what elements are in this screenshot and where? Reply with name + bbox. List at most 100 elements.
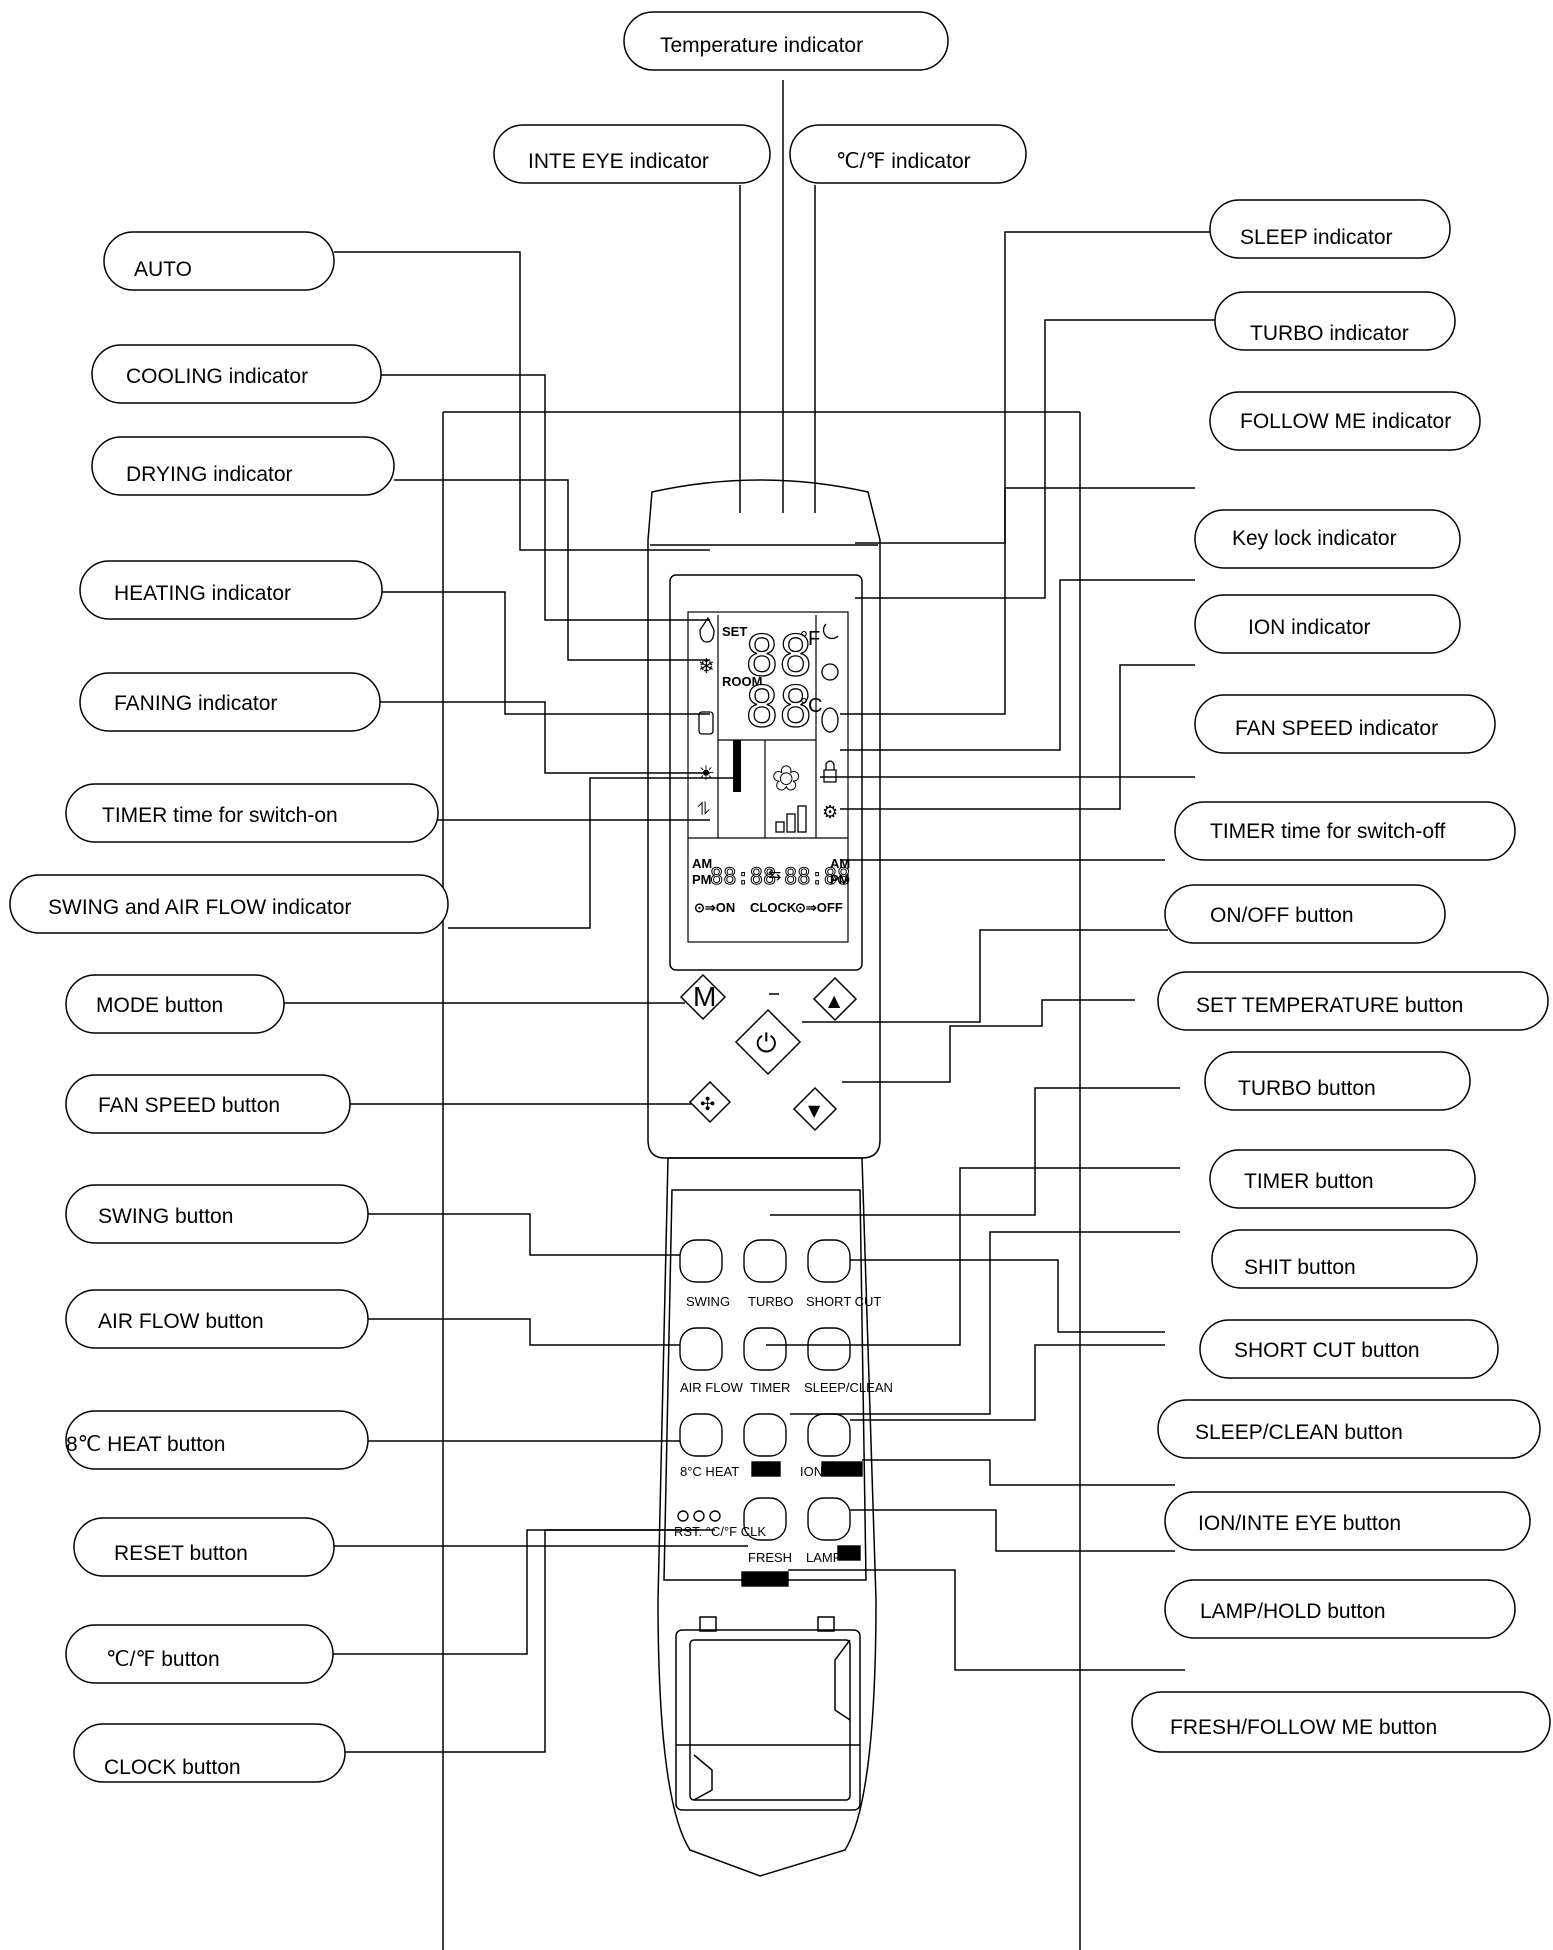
callout-mode-button: MODE button <box>65 974 285 1034</box>
lcd-unit-f: °F <box>800 628 820 650</box>
swing-airflow-bars <box>733 740 741 792</box>
svg-text:FAN SPEED button: FAN SPEED button <box>98 1094 280 1117</box>
leader-lines <box>284 80 1215 1753</box>
svg-text:CLOCK button: CLOCK button <box>104 1756 241 1779</box>
callout-temperature: Temperature indicator <box>623 11 949 71</box>
remote-lower-housing <box>657 1157 877 1877</box>
air-flow-key[interactable] <box>679 1327 723 1371</box>
callout-cf-button: ℃/℉ button <box>65 1624 334 1684</box>
svg-text:✣: ✣ <box>700 1094 715 1115</box>
ion-icon: ⚙ <box>822 802 838 823</box>
shift-key[interactable] <box>743 1413 787 1457</box>
heat8-key[interactable] <box>679 1413 723 1457</box>
up-arrow-icon: ▲ <box>828 991 841 1010</box>
callout-swing-button: SWING button <box>65 1184 369 1244</box>
lcd-am-right: AM <box>830 856 850 871</box>
callout-key-lock: Key lock indicator <box>1194 509 1461 569</box>
ion-key-label: ION <box>800 1464 823 1479</box>
hold-badge <box>837 1545 861 1561</box>
lcd-unit-c: °C <box>800 695 822 717</box>
callout-fan-speed-ind: FAN SPEED indicator <box>1194 694 1496 754</box>
callout-cf-indicator: ℃/℉ indicator <box>789 124 1027 184</box>
svg-text:℃/℉ indicator: ℃/℉ indicator <box>836 150 971 173</box>
sleep-clean-key[interactable] <box>807 1327 851 1371</box>
lcd-timer-on-label: ⊙⇒ON <box>694 900 735 915</box>
callout-inte-eye: INTE EYE indicator <box>493 124 771 184</box>
mode-key[interactable]: M <box>679 973 727 1021</box>
remote-body <box>647 479 881 1877</box>
callout-air-flow-button: AIR FLOW button <box>65 1289 369 1349</box>
lamp-key[interactable] <box>807 1497 851 1541</box>
temp-down-key[interactable]: ▼ <box>792 1086 838 1132</box>
lcd-am-left: AM <box>692 856 712 871</box>
callouts-top: Temperature indicator INTE EYE indicator… <box>493 11 1027 184</box>
power-icon: ⏻ <box>756 1029 777 1059</box>
ion-key[interactable] <box>807 1413 851 1457</box>
battery-compartment <box>675 1629 861 1811</box>
svg-text:FOLLOW ME indicator: FOLLOW ME indicator <box>1240 410 1451 433</box>
lower-buttons <box>677 1239 863 1587</box>
svg-text:DRYING indicator: DRYING indicator <box>126 463 293 486</box>
callout-shit-button: SHIT button <box>1211 1229 1478 1289</box>
svg-text:SLEEP indicator: SLEEP indicator <box>1240 226 1393 249</box>
callout-clock-button: CLOCK button <box>73 1723 346 1783</box>
svg-text:8℃ HEAT button: 8℃ HEAT button <box>66 1433 225 1456</box>
lcd-temp-digits-bottom: 88 <box>745 675 812 740</box>
short-cut-key[interactable] <box>807 1239 851 1283</box>
heat8-key-label: 8°C HEAT <box>680 1464 739 1479</box>
cooling-icon: ❄ <box>698 654 715 678</box>
down-arrow-icon: ▼ <box>808 1101 821 1120</box>
lcd-timer-arrows: ⇆ <box>768 865 781 884</box>
sleep-icon <box>822 623 839 640</box>
svg-text:INTE EYE indicator: INTE EYE indicator <box>528 150 709 173</box>
onoff-key[interactable]: ⏻ <box>734 1008 802 1076</box>
fan-speed-key[interactable]: ✣ <box>688 1080 732 1124</box>
svg-text:SHIT button: SHIT button <box>1244 1256 1356 1279</box>
callout-sleep-clean-button: SLEEP/CLEAN button <box>1157 1399 1541 1459</box>
callout-lamp-hold-button: LAMP/HOLD button <box>1164 1579 1516 1639</box>
svg-text:FRESH/FOLLOW ME button: FRESH/FOLLOW ME button <box>1170 1716 1437 1739</box>
reset-key[interactable] <box>677 1510 689 1522</box>
temp-up-key[interactable]: ▲ <box>812 976 858 1022</box>
lcd-clock-label: CLOCK <box>750 900 797 915</box>
callout-ion: ION indicator <box>1194 594 1461 654</box>
svg-text:TURBO indicator: TURBO indicator <box>1250 322 1409 345</box>
svg-text:TIMER time for switch-off: TIMER time for switch-off <box>1210 820 1445 843</box>
svg-text:TURBO button: TURBO button <box>1238 1077 1376 1100</box>
fresh-key[interactable] <box>743 1497 787 1541</box>
svg-text:ION/INTE EYE button: ION/INTE EYE button <box>1198 1512 1401 1535</box>
svg-text:AUTO: AUTO <box>134 258 192 281</box>
follow-me-icon <box>821 707 839 733</box>
turbo-icon <box>821 663 839 681</box>
sleep-clean-key-label: SLEEP/CLEAN <box>804 1380 893 1395</box>
swing-key[interactable] <box>679 1239 723 1283</box>
clock-key[interactable] <box>709 1510 721 1522</box>
short-cut-key-label: SHORT CUT <box>806 1294 881 1309</box>
shift-badge <box>751 1461 781 1477</box>
callout-fresh-follow-button: FRESH/FOLLOW ME button <box>1131 1691 1551 1753</box>
svg-text:TIMER button: TIMER button <box>1244 1170 1374 1193</box>
lower-button-labels: SWING TURBO SHORT CUT AIR FLOW TIMER SLE… <box>674 1294 893 1565</box>
svg-text:HEATING indicator: HEATING indicator <box>114 582 291 605</box>
faning-icon: ⥮ <box>697 799 711 820</box>
callout-cooling: COOLING indicator <box>91 344 382 404</box>
callout-timer-button: TIMER button <box>1209 1149 1476 1209</box>
svg-text:FANING indicator: FANING indicator <box>114 692 277 715</box>
air-flow-key-label: AIR FLOW <box>680 1380 744 1395</box>
callout-faning: FANING indicator <box>79 672 381 732</box>
lcd-room-label: ROOM <box>722 674 762 689</box>
turbo-key[interactable] <box>743 1239 787 1283</box>
lcd-timer-on-digits: 88:88 <box>710 865 776 890</box>
lcd-pm-left: PM <box>692 872 712 887</box>
svg-text:M: M <box>693 981 716 1012</box>
svg-text:FAN SPEED indicator: FAN SPEED indicator <box>1235 717 1438 740</box>
callout-turbo-ind: TURBO indicator <box>1214 291 1456 351</box>
lcd-set-label: SET <box>722 624 747 639</box>
cf-key[interactable] <box>693 1510 705 1522</box>
lcd-timer-off-digits: 88:88 <box>784 865 850 890</box>
inte-eye-badge <box>821 1461 863 1477</box>
callout-turbo-button: TURBO button <box>1204 1051 1471 1111</box>
timer-key[interactable] <box>743 1327 787 1371</box>
callout-swing-airflow: SWING and AIR FLOW indicator <box>9 874 449 934</box>
